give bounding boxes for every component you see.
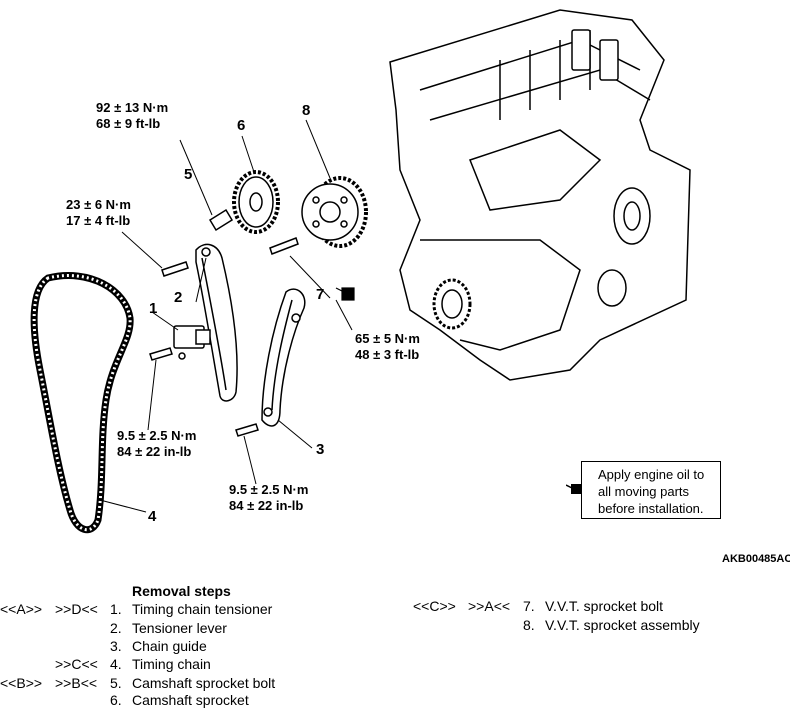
bolts-drawing — [149, 208, 299, 437]
tensioner-drawing — [173, 325, 211, 360]
oil-can-icon — [335, 287, 355, 301]
camshaft-sprocket-drawing — [232, 170, 280, 234]
leader-lines — [99, 119, 353, 513]
step-5-ref-b: >>B<< — [55, 675, 98, 691]
step-6-number: 6. — [110, 692, 122, 708]
callout-1: 1 — [149, 300, 158, 317]
step-7-ref-b: >>A<< — [468, 598, 511, 614]
step-4-ref-b: >>C<< — [55, 656, 98, 672]
step-8-number: 8. — [523, 617, 535, 633]
figure-code: AKB00485AC — [722, 553, 790, 565]
step-row-5: <<B>> >>B<< 5. Camshaft sprocket bolt — [0, 674, 400, 692]
chain-guide-drawing — [261, 288, 306, 427]
callout-8: 8 — [302, 102, 311, 119]
step-row-1: <<A>> >>D<< 1. Timing chain tensioner — [0, 600, 400, 618]
step-5-number: 5. — [110, 675, 122, 691]
callout-5: 5 — [184, 166, 193, 183]
step-row-6: 6. Camshaft sprocket — [0, 691, 400, 709]
torque-92-ftlb: 68 ± 9 ft-lb — [96, 116, 161, 131]
step-1-number: 1. — [110, 601, 122, 617]
torque-9-5-b-inlb: 84 ± 22 in-lb — [229, 498, 304, 513]
callout-6: 6 — [237, 117, 246, 134]
callout-2: 2 — [174, 289, 183, 306]
step-row-3: 3. Chain guide — [0, 637, 400, 655]
step-7-ref-a: <<C>> — [413, 598, 456, 614]
torque-23-nm: 23 ± 6 N·m — [66, 197, 131, 212]
step-row-4: >>C<< 4. Timing chain — [0, 655, 400, 673]
step-7-number: 7. — [523, 598, 535, 614]
step-1-ref-b: >>D<< — [55, 601, 98, 617]
step-3-number: 3. — [110, 638, 122, 654]
oil-can-note-icon — [566, 484, 581, 494]
step-4-text: Timing chain — [132, 656, 211, 672]
step-row-7: <<C>> >>A<< 7. V.V.T. sprocket bolt — [413, 597, 783, 615]
torque-65-nm: 65 ± 5 N·m — [355, 331, 420, 346]
step-7-text: V.V.T. sprocket bolt — [545, 598, 664, 614]
timing-chain-drawing — [30, 272, 134, 534]
step-1-ref-a: <<A>> — [0, 601, 43, 617]
removal-steps-title: Removal steps — [132, 583, 231, 599]
step-row-2: 2. Tensioner lever — [0, 619, 400, 637]
step-row-8: 8. V.V.T. sprocket assembly — [413, 616, 783, 634]
torque-65-ftlb: 48 ± 3 ft-lb — [355, 347, 420, 362]
step-5-ref-a: <<B>> — [0, 675, 43, 691]
step-4-number: 4. — [110, 656, 122, 672]
vvt-sprocket-drawing — [301, 176, 368, 248]
torque-9-5-a-nm: 9.5 ± 2.5 N·m — [117, 428, 197, 443]
tensioner-lever-drawing — [195, 243, 238, 402]
torque-9-5-a-inlb: 84 ± 22 in-lb — [117, 444, 192, 459]
oil-note-text: Apply engine oil to all moving parts bef… — [598, 467, 705, 516]
step-1-text: Timing chain tensioner — [132, 601, 273, 617]
step-2-number: 2. — [110, 620, 122, 636]
step-5-text: Camshaft sprocket bolt — [132, 675, 276, 691]
oil-note-box: Apply engine oil to all moving parts bef… — [581, 461, 721, 519]
torque-9-5-b-nm: 9.5 ± 2.5 N·m — [229, 482, 309, 497]
step-8-text: V.V.T. sprocket assembly — [545, 617, 700, 633]
engine-block-drawing — [389, 9, 691, 381]
callout-7: 7 — [316, 286, 325, 303]
step-2-text: Tensioner lever — [132, 620, 227, 636]
torque-92-nm: 92 ± 13 N·m — [96, 100, 169, 115]
callout-3: 3 — [316, 441, 325, 458]
torque-23-ftlb: 17 ± 4 ft-lb — [66, 213, 131, 228]
step-3-text: Chain guide — [132, 638, 207, 654]
step-6-text: Camshaft sprocket — [132, 692, 249, 708]
callout-4: 4 — [148, 508, 157, 525]
